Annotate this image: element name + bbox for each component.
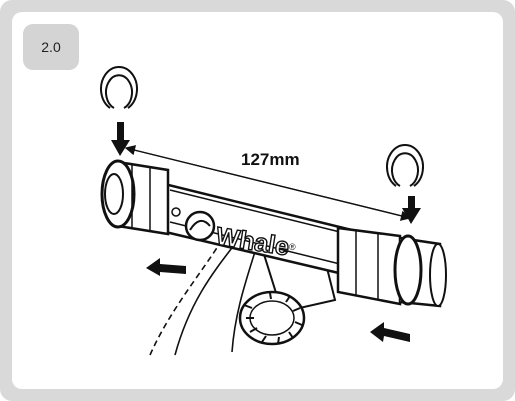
dimension-label: 127mm [241, 150, 300, 169]
left-collet [100, 159, 170, 236]
right-collet [336, 226, 447, 308]
right-push-arrow-icon [370, 322, 410, 342]
right-down-arrow-icon [402, 196, 421, 224]
left-clip-icon [100, 65, 138, 109]
left-push-arrow-icon [146, 258, 186, 276]
whale-logo-icon [184, 210, 216, 242]
left-down-arrow-icon [111, 122, 130, 156]
right-clip-icon [386, 143, 424, 187]
hose-lines [149, 239, 259, 356]
brand-registered-mark: ® [289, 242, 296, 252]
step-badge: 2.0 [23, 24, 79, 70]
step-number: 2.0 [41, 39, 61, 55]
dimension-line [124, 145, 412, 221]
